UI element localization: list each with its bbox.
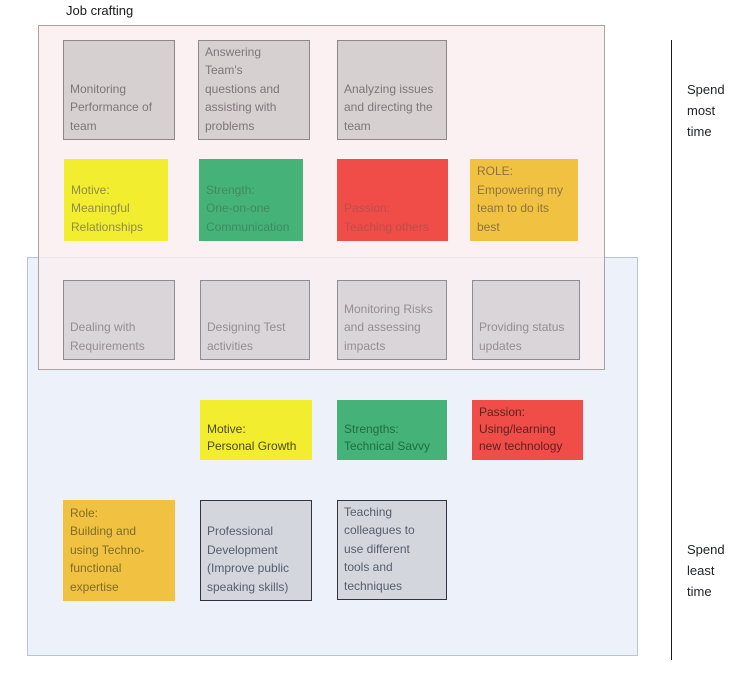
spend-most-time-label: Spend most time [687,82,725,139]
card-answering-questions: Answering Team's questions and assisting… [198,40,310,140]
spend-least-time-label: Spend least time [687,542,725,599]
card-professional-development: Professional Development (Improve public… [200,500,312,601]
diagram-title: Job crafting [66,3,134,18]
card-strength-technical-savvy: Strengths: Technical Savvy [337,400,447,460]
card-motive-meaningful-relationships: Motive: Meaningful Relationships [64,159,168,241]
card-label: Motive: Personal Growth [207,422,297,453]
card-role-empowering-team: ROLE: Empowering my team to do its best [470,159,578,241]
card-label: Strength: One-on-one Communication [206,182,290,234]
card-passion-teaching: Passion: Teaching others [337,159,448,241]
card-analyzing-issues: Analyzing issues and directing the team [337,40,447,140]
card-label: Monitoring Risks and assessing impacts [344,301,433,353]
card-strength-communication: Strength: One-on-one Communication [199,159,303,241]
card-label: Passion: Teaching others [344,201,429,234]
card-label: Answering Team's questions and assisting… [205,44,280,133]
card-providing-status: Providing status updates [472,280,580,360]
card-label: Strengths: Technical Savvy [344,422,431,453]
card-designing-test: Designing Test activities [200,280,310,360]
card-teaching-colleagues: Teaching colleagues to use different too… [337,500,447,600]
card-monitoring-performance: Monitoring Performance of team [63,40,175,140]
time-spectrum-line [671,40,672,660]
card-label: ROLE: Empowering my team to do its best [477,164,564,234]
card-label: Professional Development (Improve public… [207,524,290,594]
card-label: Monitoring Performance of team [70,81,153,133]
card-passion-new-technology: Passion: Using/learning new technology [472,400,583,460]
card-label: Passion: Using/learning new technology [479,405,563,453]
card-monitoring-risks: Monitoring Risks and assessing impacts [337,280,447,360]
card-label: Teaching colleagues to use different too… [344,504,415,593]
card-label: Dealing with Requirements [70,320,145,353]
card-label: Designing Test activities [207,320,286,353]
card-role-techno-functional: Role: Building and using Techno- functio… [63,500,175,601]
card-dealing-requirements: Dealing with Requirements [63,280,175,360]
card-motive-personal-growth: Motive: Personal Growth [200,400,312,460]
card-label: Role: Building and using Techno- functio… [70,505,145,594]
card-label: Motive: Meaningful Relationships [71,182,144,234]
card-label: Analyzing issues and directing the team [344,81,434,133]
card-label: Providing status updates [479,320,565,353]
